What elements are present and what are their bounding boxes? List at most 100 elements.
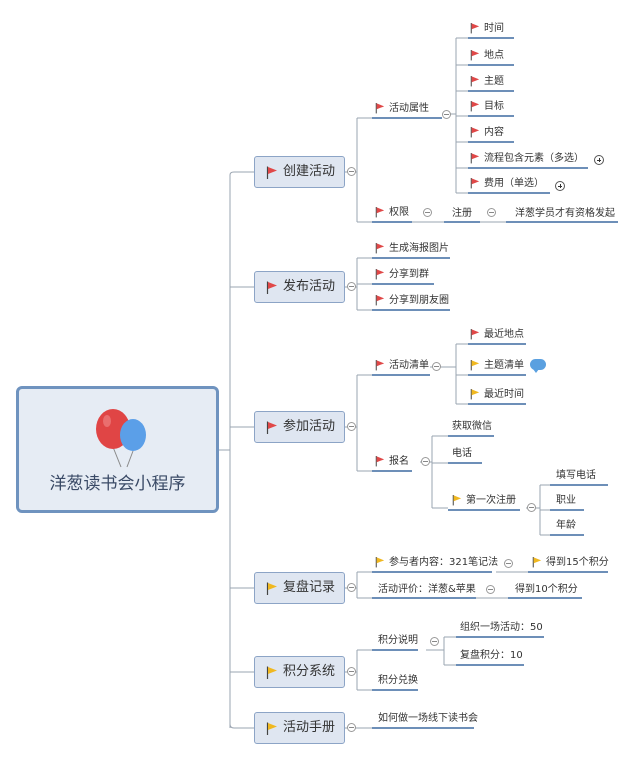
node-job[interactable]: 职业 xyxy=(556,494,576,508)
node-label: 参与者内容：321笔记法 xyxy=(389,557,499,568)
balloons-icon xyxy=(96,409,146,468)
branch-activity-manual[interactable]: 活动手册 xyxy=(254,712,345,744)
node-organize-points[interactable]: 组织一场活动：50 xyxy=(460,621,543,635)
red-flag-icon xyxy=(470,101,480,112)
collapse-toggle[interactable] xyxy=(347,422,356,431)
red-flag-icon xyxy=(266,281,277,294)
collapse-toggle[interactable] xyxy=(430,637,439,646)
expand-toggle[interactable] xyxy=(594,155,604,165)
branch-review-record[interactable]: 复盘记录 xyxy=(254,572,345,604)
node-points-redeem[interactable]: 积分兑换 xyxy=(378,674,418,688)
node-label: 最近地点 xyxy=(484,329,524,340)
collapse-toggle[interactable] xyxy=(347,282,356,291)
node-review-points[interactable]: 复盘积分：10 xyxy=(460,649,523,663)
node-topic[interactable]: 主题 xyxy=(470,75,504,89)
node-share-group[interactable]: 分享到群 xyxy=(375,268,429,282)
red-flag-icon xyxy=(375,360,385,371)
yellow-flag-icon xyxy=(470,360,480,371)
node-label: 最近时间 xyxy=(484,389,524,400)
red-flag-icon xyxy=(375,295,385,306)
collapse-toggle[interactable] xyxy=(421,457,430,466)
node-phone[interactable]: 电话 xyxy=(452,447,472,461)
node-nearest-time[interactable]: 最近时间 xyxy=(470,388,524,402)
node-label: 得到10个积分 xyxy=(515,584,578,595)
collapse-toggle[interactable] xyxy=(423,208,432,217)
node-label: 职业 xyxy=(556,495,576,506)
yellow-flag-icon xyxy=(375,557,385,568)
collapse-toggle[interactable] xyxy=(504,559,513,568)
collapse-toggle[interactable] xyxy=(527,503,536,512)
branch-create-activity[interactable]: 创建活动 xyxy=(254,156,345,188)
node-activity-list[interactable]: 活动清单 xyxy=(375,359,429,373)
collapse-toggle[interactable] xyxy=(347,723,356,732)
yellow-flag-icon xyxy=(470,389,480,400)
collapse-toggle[interactable] xyxy=(487,208,496,217)
node-label: 复盘积分：10 xyxy=(460,650,523,661)
red-flag-icon xyxy=(470,153,480,164)
node-time[interactable]: 时间 xyxy=(470,22,504,36)
node-participant-reward[interactable]: 得到15个积分 xyxy=(532,556,609,570)
node-label: 费用（单选） xyxy=(484,178,544,189)
node-content[interactable]: 内容 xyxy=(470,126,504,140)
node-label: 活动评价：洋葱&苹果 xyxy=(378,584,476,595)
red-flag-icon xyxy=(470,178,480,189)
red-flag-icon xyxy=(375,456,385,467)
node-get-wechat[interactable]: 获取微信 xyxy=(452,420,492,434)
node-label: 注册 xyxy=(452,208,472,219)
node-label: 第一次注册 xyxy=(466,495,516,506)
yellow-flag-icon xyxy=(266,722,277,735)
node-howto-reading-club[interactable]: 如何做一场线下读书会 xyxy=(378,712,478,726)
expand-toggle[interactable] xyxy=(555,181,565,191)
yellow-flag-icon xyxy=(452,495,462,506)
node-age[interactable]: 年龄 xyxy=(556,519,576,533)
node-label: 生成海报图片 xyxy=(389,243,449,254)
node-permission[interactable]: 权限 xyxy=(375,206,409,220)
node-fill-phone[interactable]: 填写电话 xyxy=(556,469,596,483)
red-flag-icon xyxy=(375,103,385,114)
node-evaluation-reward[interactable]: 得到10个积分 xyxy=(515,583,578,597)
node-label: 分享到朋友圈 xyxy=(389,295,449,306)
branch-join-activity[interactable]: 参加活动 xyxy=(254,411,345,443)
node-label: 内容 xyxy=(484,127,504,138)
node-label: 主题 xyxy=(484,76,504,87)
node-activity-attributes[interactable]: 活动属性 xyxy=(375,102,429,116)
node-label: 积分说明 xyxy=(378,635,418,646)
node-goal[interactable]: 目标 xyxy=(470,100,504,114)
red-flag-icon xyxy=(266,166,277,179)
node-label: 活动清单 xyxy=(389,360,429,371)
node-signup[interactable]: 报名 xyxy=(375,455,409,469)
node-nearest-place[interactable]: 最近地点 xyxy=(470,328,524,342)
red-flag-icon xyxy=(470,127,480,138)
comment-icon[interactable] xyxy=(530,359,546,373)
node-fee[interactable]: 费用（单选） xyxy=(470,177,544,191)
red-flag-icon xyxy=(470,329,480,340)
node-label: 目标 xyxy=(484,101,504,112)
node-register-note[interactable]: 洋葱学员才有资格发起 xyxy=(515,207,615,221)
node-label: 洋葱学员才有资格发起 xyxy=(515,208,615,219)
node-share-moments[interactable]: 分享到朋友圈 xyxy=(375,294,449,308)
branch-publish-activity[interactable]: 发布活动 xyxy=(254,271,345,303)
collapse-toggle[interactable] xyxy=(486,585,495,594)
branch-points-system[interactable]: 积分系统 xyxy=(254,656,345,688)
collapse-toggle[interactable] xyxy=(347,583,356,592)
branch-label: 积分系统 xyxy=(283,664,336,679)
node-topic-list[interactable]: 主题清单 xyxy=(470,359,524,373)
node-participant-content[interactable]: 参与者内容：321笔记法 xyxy=(375,556,498,570)
node-register[interactable]: 注册 xyxy=(452,207,472,221)
red-flag-icon xyxy=(375,269,385,280)
root-node[interactable]: 洋葱读书会小程序 xyxy=(16,386,219,513)
node-points-explain[interactable]: 积分说明 xyxy=(378,634,418,648)
branch-label: 发布活动 xyxy=(283,279,336,294)
collapse-toggle[interactable] xyxy=(432,362,441,371)
node-place[interactable]: 地点 xyxy=(470,49,504,63)
collapse-toggle[interactable] xyxy=(347,667,356,676)
node-label: 地点 xyxy=(484,50,504,61)
node-activity-evaluation[interactable]: 活动评价：洋葱&苹果 xyxy=(378,583,476,597)
collapse-toggle[interactable] xyxy=(442,110,451,119)
node-first-register[interactable]: 第一次注册 xyxy=(452,494,516,508)
collapse-toggle[interactable] xyxy=(347,167,356,176)
node-generate-poster[interactable]: 生成海报图片 xyxy=(375,242,449,256)
red-flag-icon xyxy=(470,50,480,61)
branch-label: 参加活动 xyxy=(283,419,336,434)
node-flow-elements[interactable]: 流程包含元素（多选） xyxy=(470,152,584,166)
